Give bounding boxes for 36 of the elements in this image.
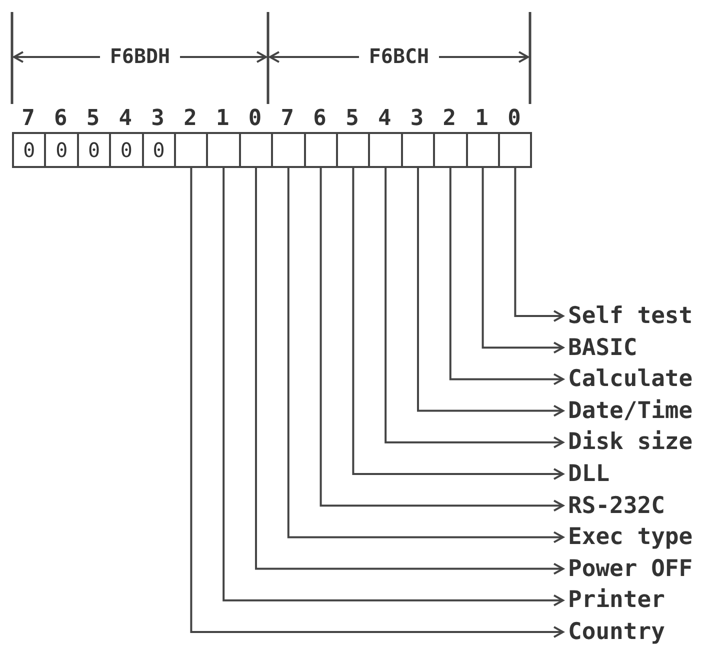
bit-cell [238,132,274,168]
field-label: BASIC [568,334,638,361]
field-label: Disk size [568,429,693,456]
bit-cell [368,132,403,168]
arrow [352,168,564,480]
field-label: DLL [568,461,610,487]
bit-cell [466,132,500,168]
bit-cell [498,132,532,168]
bit-cell [433,132,468,168]
field-label: Power OFF [568,556,693,582]
bit-cell: 0 [109,132,144,168]
arrow [417,168,564,417]
bit-cell [174,132,208,168]
bit-cell: 0 [12,132,46,168]
arrow [287,168,564,544]
field-label: Printer [568,587,665,614]
bit-cell: 0 [44,132,79,168]
bit-cell [271,132,306,168]
field-label: Calculate [568,366,693,392]
field-label: Self test [568,303,693,329]
field-label: Exec type [568,524,693,550]
field-label: Country [568,619,665,645]
bit-cell: 0 [142,132,176,168]
field-label: Date/Time [568,398,693,424]
bit-cell [304,132,338,168]
bit-cell [206,132,241,168]
arrow [255,168,564,575]
arrow [384,168,564,448]
bit-cell: 0 [76,132,112,168]
arrow [482,168,564,354]
bit-cell [336,132,370,168]
arrow [449,168,564,386]
arrow [320,168,564,512]
arrow [514,168,564,322]
field-label: RS-232C [568,492,665,519]
bit-cell [400,132,436,168]
